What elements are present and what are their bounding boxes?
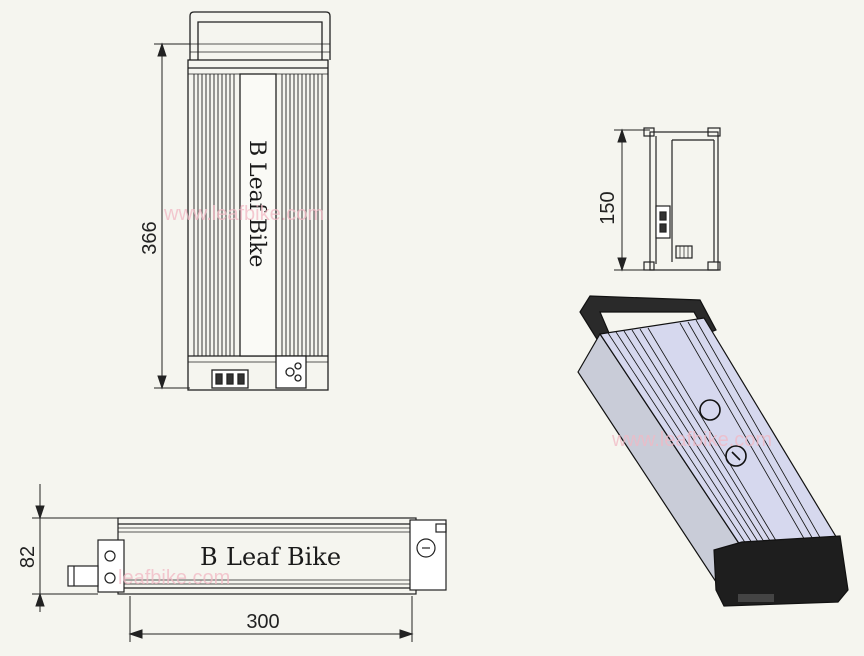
brand-name-top: Leaf Bike (244, 162, 269, 267)
dim-label-366: 366 (139, 221, 161, 254)
logo-mark: B (244, 140, 269, 156)
dimension-end-height (614, 128, 650, 272)
isometric-view (577, 295, 849, 607)
watermark-top: www.leafbike.com (163, 203, 324, 225)
top-view-logo: B Leaf Bike (244, 140, 269, 267)
dimension-length (128, 596, 414, 642)
dim-label-150: 150 (597, 191, 619, 224)
brand-name-side: Leaf Bike (226, 543, 341, 571)
handle-inner (197, 21, 323, 60)
dimension-side-height (32, 484, 118, 612)
label-panel (239, 73, 277, 357)
side-view (67, 517, 447, 595)
top-view (187, 11, 331, 391)
dim-label-300: 300 (246, 611, 279, 633)
dimension-height (154, 42, 190, 390)
watermark-side: leafbike.com (118, 567, 230, 589)
dim-label-82: 82 (17, 546, 39, 568)
left-fins (193, 74, 235, 356)
iso-end-cap (713, 535, 849, 607)
handle-outline (189, 11, 331, 60)
key-lock-top (275, 355, 307, 389)
watermark-iso: www.leafbike.com (611, 429, 772, 451)
logo-mark-side: B (200, 543, 218, 571)
side-view-logo: B Leaf Bike (200, 543, 341, 571)
end-view (643, 127, 721, 271)
right-fins (281, 74, 323, 356)
